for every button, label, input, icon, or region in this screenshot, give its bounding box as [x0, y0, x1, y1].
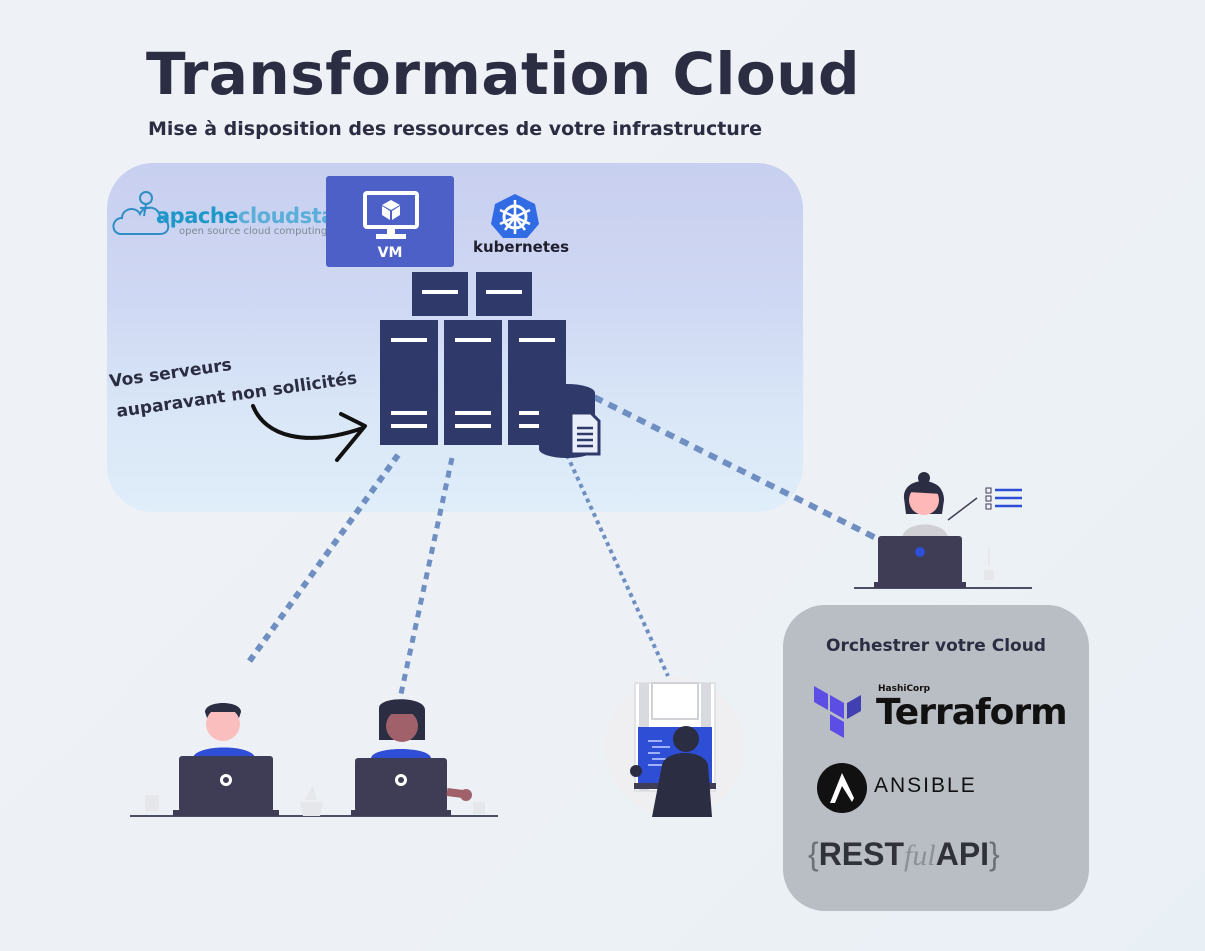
terraform-name: Terraform	[876, 692, 1068, 733]
link-to-user-3	[565, 454, 670, 677]
ansible-icon	[817, 763, 867, 813]
analyst-at-laptop-illustration	[854, 472, 1032, 589]
arrow-icon	[251, 404, 367, 462]
orchestration-title: Orchestrer votre Cloud	[826, 636, 1046, 656]
kubernetes-icon	[491, 194, 539, 238]
servers-illustration	[380, 272, 601, 458]
vm-label: VM	[377, 245, 403, 261]
monitor-icon	[363, 191, 419, 239]
link-to-user-1	[243, 453, 401, 668]
kubernetes-label: kubernetes	[473, 238, 570, 256]
page-title: Transformation Cloud	[146, 40, 861, 108]
restful-api-logo: {RESTfulAPI}	[808, 836, 1000, 872]
ansible-name: ANSIBLE	[874, 774, 977, 797]
cloudstack-cloud-icon	[112, 191, 170, 235]
page-subtitle: Mise à disposition des ressources de vot…	[148, 118, 763, 140]
developer-at-window-illustration	[605, 677, 745, 817]
link-to-user-4	[578, 387, 882, 543]
orchestration-panel	[783, 605, 1089, 911]
terraform-icon	[814, 686, 861, 738]
terraform-vendor: HashiCorp	[878, 684, 931, 694]
cloudstack-tagline: open source cloud computing	[179, 226, 328, 237]
link-to-user-2	[398, 457, 455, 695]
users-at-laptops-illustration	[130, 699, 498, 817]
